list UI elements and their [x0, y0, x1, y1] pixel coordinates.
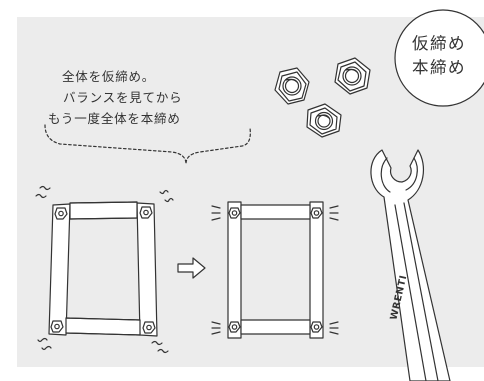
- bolt-head-icon: [310, 321, 323, 333]
- hex-nut-icon: [334, 57, 371, 95]
- hex-nut-icon: [274, 67, 310, 105]
- bolt-head-icon: [310, 207, 323, 219]
- right-outline-arrow-icon: [177, 257, 206, 279]
- instruction-caption: 全体を仮締め。 バランスを見てから もう一度全体を本締め: [48, 66, 262, 129]
- badge-circle: [394, 9, 484, 107]
- bolt-head-icon: [139, 206, 153, 219]
- wrench-icon: [370, 149, 451, 381]
- bolt-head-icon: [228, 321, 241, 333]
- caption-line-3: もう一度全体を本締め: [48, 111, 181, 126]
- badge-line-1: 仮締め: [412, 34, 466, 53]
- hex-nut-icon: [306, 103, 342, 138]
- dashed-brace: [44, 124, 251, 165]
- bolt-head-icon: [50, 320, 64, 333]
- bolt-head-icon: [228, 207, 241, 219]
- caption-line-1: 全体を仮締め。: [62, 69, 156, 84]
- badge-line-2: 本締め: [412, 58, 466, 77]
- bolt-head-icon: [54, 207, 68, 220]
- frame-before-icon: [35, 185, 174, 354]
- frame-after-icon: [211, 201, 339, 339]
- caption-line-2: バランスを見てから: [63, 90, 183, 105]
- badge-label: 仮締め 本締め: [412, 32, 474, 80]
- bolt-head-icon: [142, 321, 156, 334]
